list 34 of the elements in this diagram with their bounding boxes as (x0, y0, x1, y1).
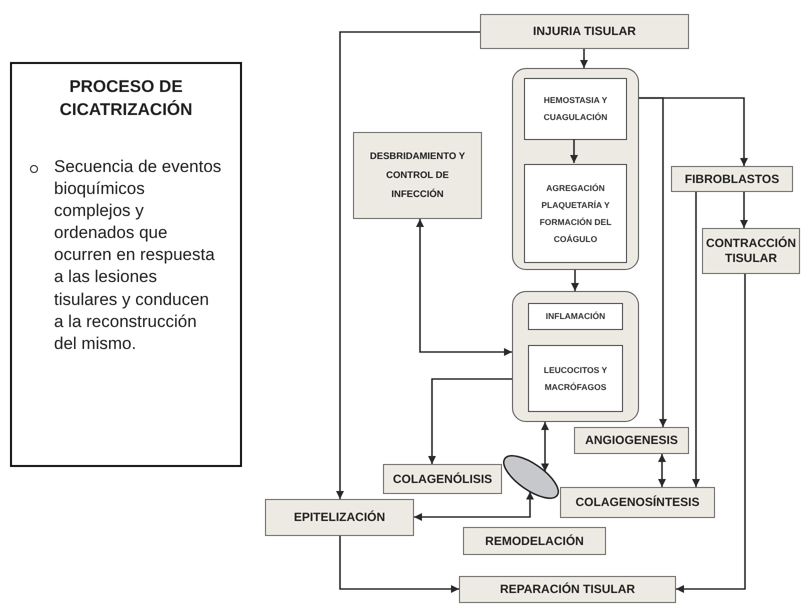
process-box: EPITELIZACIÓN (265, 499, 414, 536)
arrow (740, 192, 748, 228)
arrow (580, 49, 588, 68)
info-box (10, 62, 242, 467)
stage-panel (512, 68, 639, 270)
ellipse-blob (503, 455, 559, 499)
double-arrow (416, 219, 512, 356)
process-box: ANGIOGENESIS (574, 427, 689, 454)
step-box: HEMOSTASIA Y CUAGULACIÓN (524, 78, 627, 140)
arrow (570, 139, 578, 163)
step-box: INFLAMACIÓN (528, 303, 623, 330)
stage-panel (512, 291, 639, 422)
arrow (692, 192, 700, 487)
process-box: COLAGENÓLISIS (383, 464, 502, 494)
double-arrow (658, 454, 666, 487)
step-box: AGREGACIÓN PLAQUETARÍA Y FORMACIÓN DEL COÁGULO (524, 164, 627, 263)
arrow (428, 378, 512, 464)
process-box: INJURIA TISULAR (480, 14, 689, 49)
arrow (339, 536, 459, 593)
arrow (676, 274, 746, 593)
process-box: REMODELACIÓN (463, 527, 606, 555)
double-arrow (414, 492, 534, 521)
description-text: Secuencia de eventos bioquímicos complejos y ordenados que ocurren en respuesta a las lesiones tisulares y conducen a la reconstrucción del mismo. (54, 156, 222, 355)
arrow (336, 31, 480, 499)
process-box: FIBROBLASTOS (671, 166, 793, 192)
arrow (639, 97, 667, 427)
double-arrow (541, 422, 549, 472)
process-box: REPARACIÓN TISULAR (459, 576, 676, 603)
process-box: CONTRACCIÓN TISULAR (702, 228, 800, 274)
arrow (571, 270, 579, 291)
step-box: LEUCOCITOS Y MACRÓFAGOS (528, 345, 623, 412)
process-box: DESBRIDAMIENTO Y CONTROL DE INFECCIÓN (353, 132, 482, 219)
heading: PROCESO DE CICATRIZACIÓN (58, 76, 194, 121)
process-box: COLAGENOSÍNTESIS (560, 487, 715, 518)
